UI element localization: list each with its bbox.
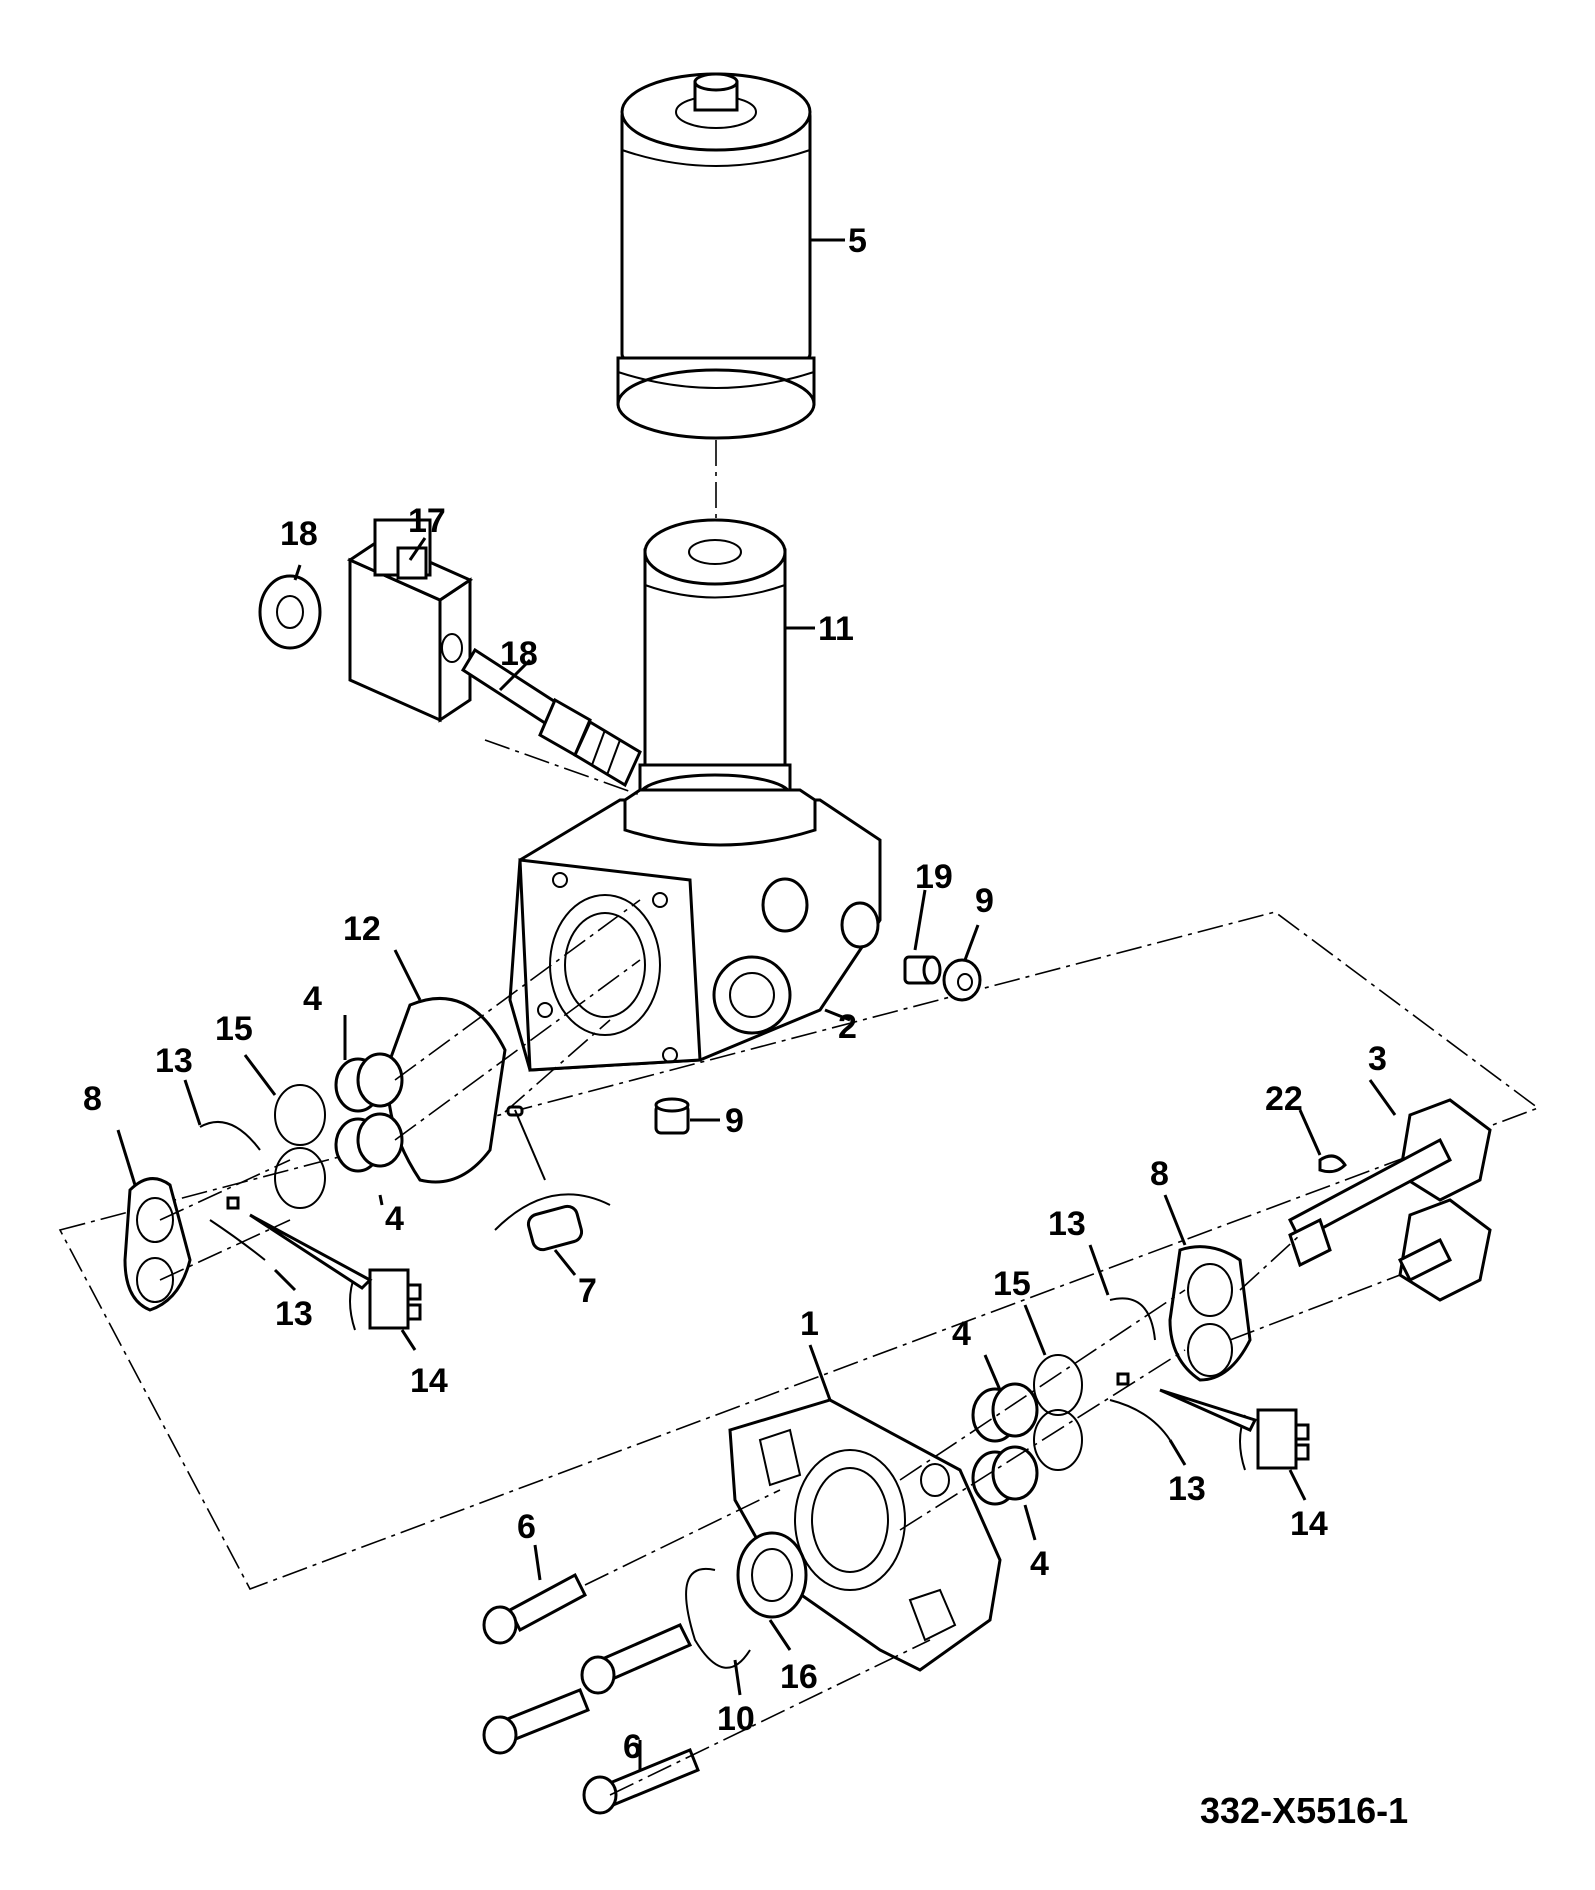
- callout-14-right: 14: [1290, 1505, 1328, 1543]
- leader-lines: [116, 238, 1397, 1770]
- callout-13-lower-left: 13: [275, 1295, 313, 1333]
- callout-9-bottom: 9: [725, 1102, 744, 1140]
- callout-5: 5: [848, 222, 867, 260]
- callout-3: 3: [1368, 1040, 1387, 1078]
- ring-part-15-left: [274, 1084, 326, 1209]
- dowel-pin-part-7: [494, 1105, 611, 1252]
- clip-part-13-upper-right: [1109, 1297, 1156, 1341]
- gasket-part-12: [386, 996, 507, 1184]
- callout-8-right: 8: [1150, 1155, 1169, 1193]
- callout-1: 1: [800, 1305, 819, 1343]
- circlip-part-10: [685, 1567, 751, 1669]
- cap-screw-part-6-c: [482, 1688, 590, 1755]
- callouts: 5 17 18 11 18 19 9 12 4 15 13 8 2 9 3 22…: [83, 222, 1387, 1766]
- callout-11: 11: [818, 610, 854, 648]
- callout-7: 7: [578, 1272, 597, 1310]
- wear-plate-part-8-left: [123, 1177, 192, 1312]
- callout-4-lower-left: 4: [385, 1200, 404, 1238]
- drawing-number: 332-X5516-1: [1200, 1790, 1408, 1831]
- filter-element-part-11: [638, 518, 792, 817]
- bushing-part-4-lower-left: [334, 1112, 404, 1173]
- clip-part-13-lower-right: [1109, 1399, 1171, 1441]
- filter-canister-part-5: [616, 72, 816, 440]
- callout-6-lower: 6: [623, 1728, 642, 1766]
- callout-9-top: 9: [975, 882, 994, 920]
- bushing-part-4-lower-right: [971, 1445, 1039, 1506]
- pump-housing-part-2: [508, 788, 882, 1072]
- callout-4-upper-left: 4: [303, 980, 322, 1018]
- cap-screw-part-6-b: [580, 1623, 693, 1695]
- callout-16: 16: [780, 1658, 818, 1696]
- cap-screw-part-6-d: [582, 1748, 700, 1815]
- plug-part-9-bottom: [654, 1097, 690, 1135]
- shaft-seal-part-16: [736, 1531, 808, 1619]
- seal-part-14-left: [226, 1196, 422, 1331]
- callout-13-upper-left: 13: [155, 1042, 193, 1080]
- ring-part-15-right: [1033, 1354, 1083, 1471]
- callout-18-washer: 18: [280, 515, 318, 553]
- solenoid-coil-part-17: [346, 518, 474, 723]
- callout-13-upper-right: 13: [1048, 1205, 1086, 1243]
- callout-8-left: 8: [83, 1080, 102, 1118]
- callout-13-lower-right: 13: [1168, 1470, 1206, 1508]
- cap-screw-part-6-a: [482, 1572, 587, 1645]
- callout-19: 19: [915, 858, 953, 896]
- callout-15-right: 15: [993, 1265, 1031, 1303]
- assembly-axes: [159, 739, 1401, 1796]
- clip-part-13-upper-left: [199, 1121, 261, 1151]
- bushing-part-4-upper-right: [971, 1382, 1039, 1443]
- callout-4-upper-right: 4: [952, 1315, 971, 1353]
- key-part-22: [1318, 1154, 1347, 1174]
- callout-6-upper: 6: [517, 1508, 536, 1546]
- callout-2: 2: [838, 1008, 857, 1046]
- plug-part-9-top: [942, 958, 982, 1002]
- callout-4-lower-right: 4: [1030, 1545, 1049, 1583]
- drive-gear-shaft-part-3: [1288, 1098, 1492, 1302]
- callout-18-valve: 18: [500, 635, 538, 673]
- valve-cartridge-part-18: [460, 647, 642, 788]
- bushing-part-4-upper-left: [334, 1052, 404, 1113]
- washer-part-18: [258, 574, 322, 650]
- callout-10: 10: [717, 1700, 755, 1738]
- callout-14-left: 14: [410, 1362, 448, 1400]
- callout-15-left: 15: [215, 1010, 253, 1048]
- clip-part-13-lower-left: [209, 1219, 266, 1261]
- callout-22: 22: [1265, 1080, 1303, 1118]
- wear-plate-part-8-right: [1168, 1245, 1252, 1382]
- plug-part-19: [903, 955, 942, 985]
- seal-part-14-right: [1116, 1372, 1310, 1471]
- callout-17: 17: [408, 502, 446, 540]
- callout-12: 12: [343, 910, 381, 948]
